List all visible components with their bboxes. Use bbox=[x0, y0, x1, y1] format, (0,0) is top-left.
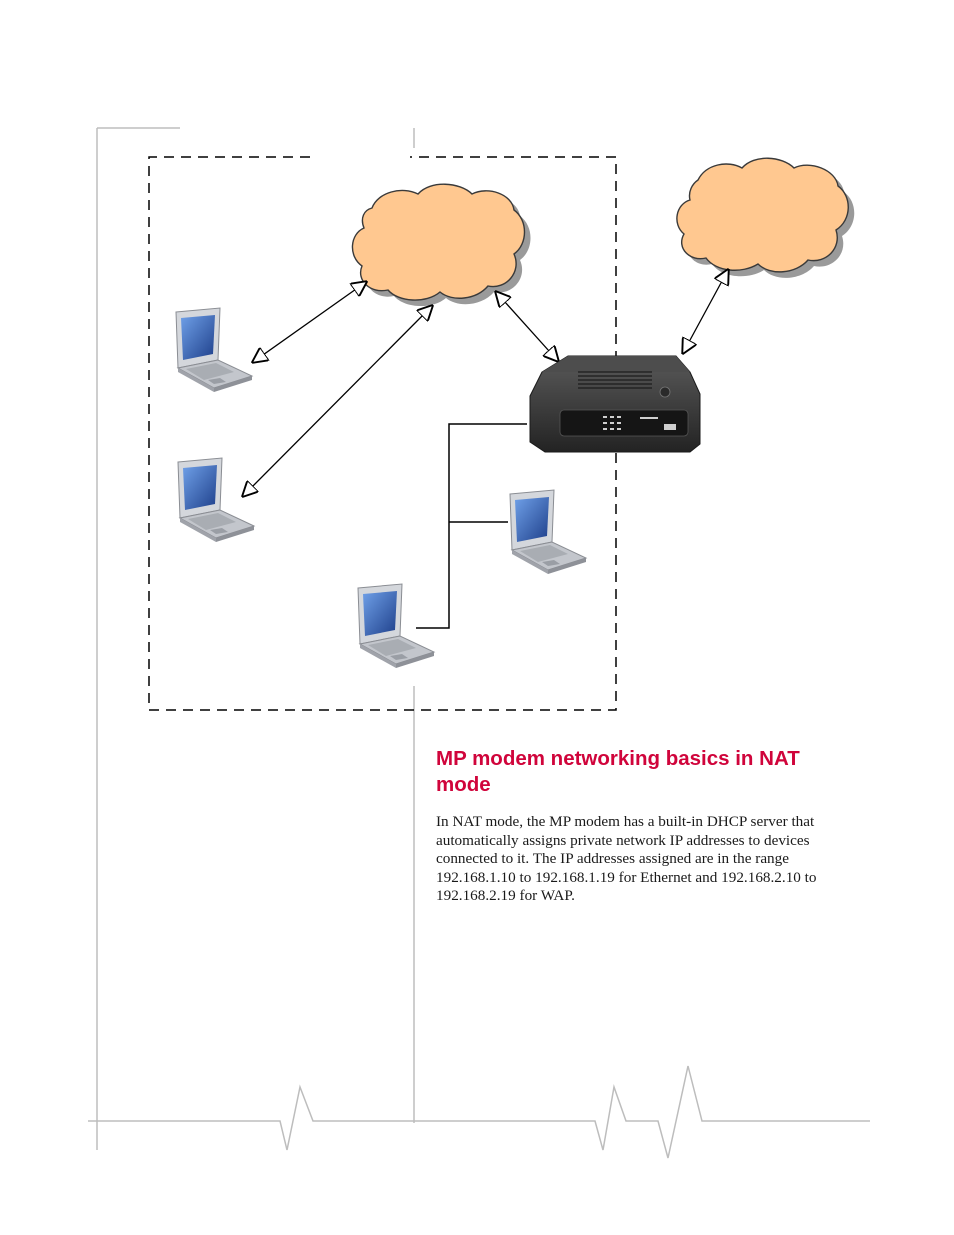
ethernet-wire bbox=[416, 423, 527, 629]
laptop-icon bbox=[357, 583, 436, 668]
link-arrow bbox=[243, 306, 432, 496]
link-arrow bbox=[496, 292, 558, 361]
laptop-icon bbox=[177, 457, 256, 542]
page-margin-lines bbox=[88, 127, 870, 1159]
cloud-icon bbox=[351, 183, 531, 307]
laptop-icon bbox=[509, 489, 588, 574]
laptop-icon bbox=[175, 307, 254, 392]
link-arrow bbox=[253, 282, 366, 362]
section-heading: MP modem networking basics in NAT mode bbox=[436, 747, 800, 796]
link-arrow bbox=[683, 270, 728, 353]
wireless-links bbox=[243, 270, 728, 496]
modem-icon bbox=[529, 355, 701, 453]
lan-boundary bbox=[148, 156, 617, 711]
cloud-icon bbox=[676, 157, 855, 278]
section-body-text: In NAT mode, the MP modem has a built-in… bbox=[436, 813, 817, 905]
